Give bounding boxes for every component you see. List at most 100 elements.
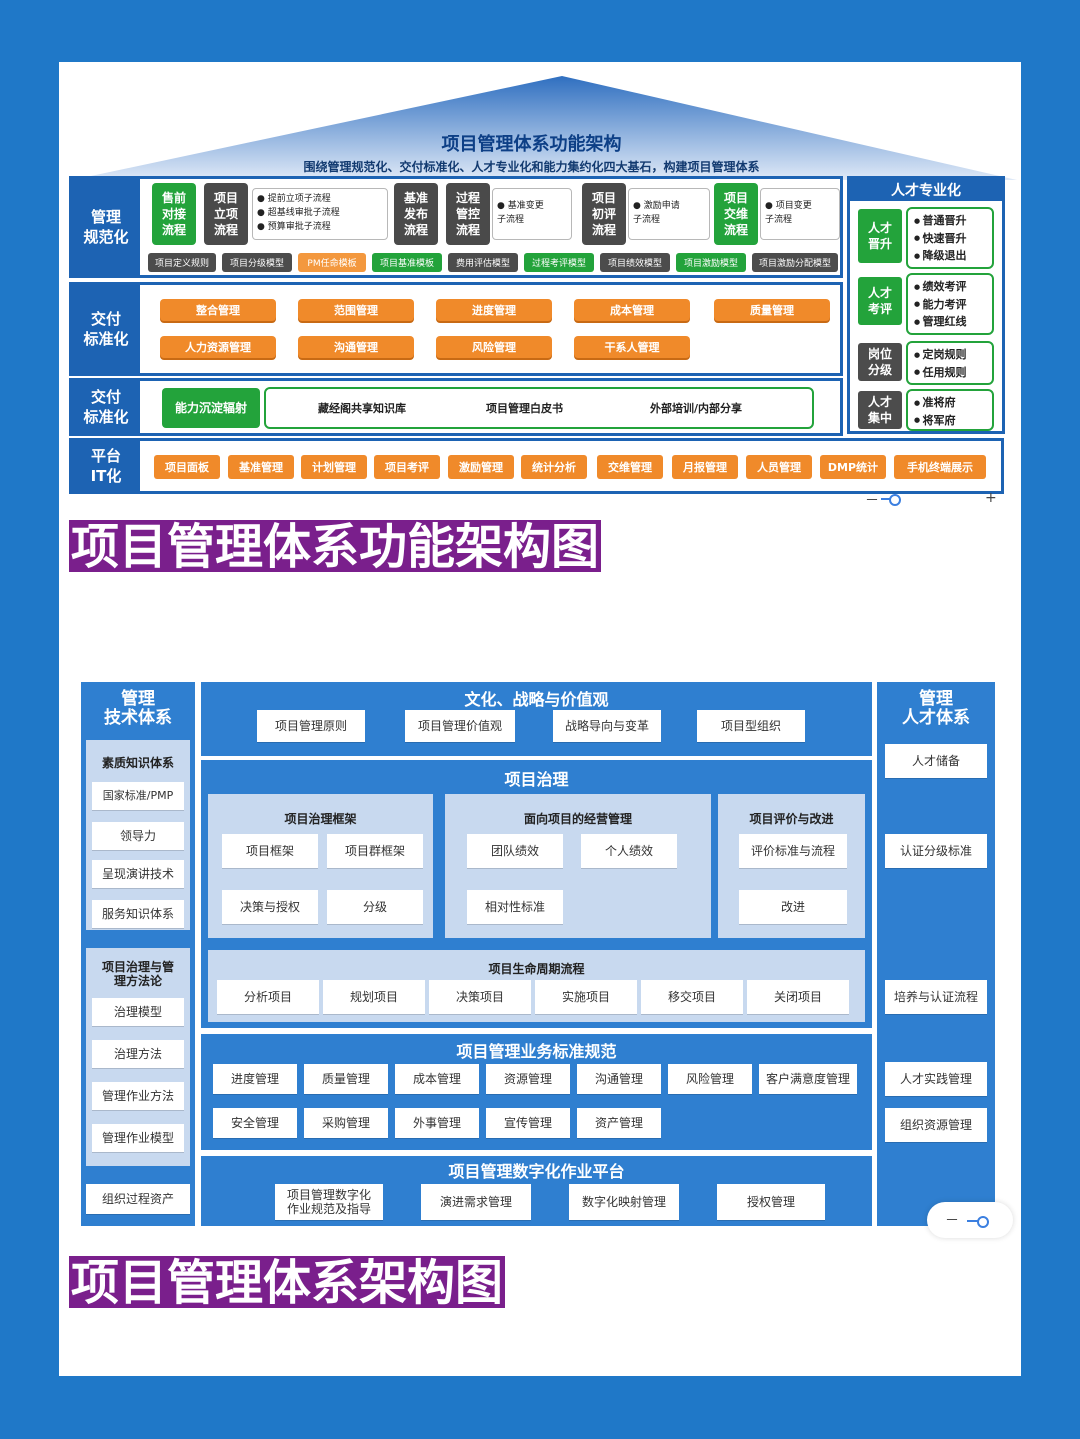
platform-module: 激励管理 xyxy=(448,455,514,479)
process-note: ● 提前立项子流程 ● 超基线审批子流程 ● 预算审批子流程 xyxy=(252,188,388,240)
talent-item: 定岗规则 xyxy=(914,346,992,364)
process-box: 项目 交维 流程 xyxy=(714,183,758,245)
zoom-out-button[interactable]: － xyxy=(865,493,879,509)
left-item: 管理作业方法 xyxy=(92,1082,184,1110)
left-item: 服务知识体系 xyxy=(92,900,184,928)
right-item: 人才实践管理 xyxy=(885,1062,987,1096)
process-box: 售前 对接 流程 xyxy=(152,183,196,245)
process-box: 项目 立项 流程 xyxy=(204,183,248,245)
lifecycle-step: 规划项目 xyxy=(323,980,425,1014)
standard-item: 采购管理 xyxy=(304,1108,388,1138)
culture-item: 项目管理原则 xyxy=(257,710,365,742)
culture-item: 战略导向与变革 xyxy=(553,710,661,742)
knowledge-area-box: 干系人管理 xyxy=(574,336,690,358)
left-item: 领导力 xyxy=(92,822,184,850)
standard-item: 客户满意度管理 xyxy=(759,1064,857,1094)
process-note: ● 基准变更 子流程 xyxy=(492,188,572,240)
platform-module: 统计分析 xyxy=(521,455,587,479)
knowledge-area-box: 进度管理 xyxy=(436,299,552,321)
platform-module: DMP统计 xyxy=(820,455,886,479)
knowledge-item: 藏经阁共享知识库 xyxy=(318,402,406,415)
diagram-subtitle: 围绕管理规范化、交付标准化、人才专业化和能力集约化四大基石，构建项目管理体系 xyxy=(303,160,760,174)
platform-item: 授权管理 xyxy=(717,1184,825,1220)
standard-item: 资产管理 xyxy=(577,1108,661,1138)
model-tag: 项目绩效模型 xyxy=(600,253,670,272)
standard-item: 成本管理 xyxy=(395,1064,479,1094)
left-item: 国家标准/PMP xyxy=(92,782,184,810)
page-canvas: 项目管理体系功能架构 围绕管理规范化、交付标准化、人才专业化和能力集约化四大基石… xyxy=(59,62,1021,1376)
lifecycle-step: 分析项目 xyxy=(217,980,319,1014)
knowledge-area-box: 人力资源管理 xyxy=(160,336,276,358)
standard-item: 外事管理 xyxy=(395,1108,479,1138)
governance-item: 改进 xyxy=(739,890,847,924)
model-tag: 项目激励模型 xyxy=(676,253,746,272)
knowledge-area-box: 沟通管理 xyxy=(298,336,414,358)
band-title: 项目管理数字化作业平台 xyxy=(448,1162,625,1181)
talent-item: 管理红线 xyxy=(914,313,992,331)
standard-item: 宣传管理 xyxy=(486,1108,570,1138)
left-item: 治理模型 xyxy=(92,998,184,1026)
lifecycle-step: 决策项目 xyxy=(429,980,531,1014)
standard-item: 风险管理 xyxy=(668,1064,752,1094)
talent-title: 人才专业化 xyxy=(850,179,1002,201)
model-tag: PM任命模板 xyxy=(298,253,366,272)
process-note: ● 激励申请 子流程 xyxy=(628,188,710,240)
standard-item: 安全管理 xyxy=(213,1108,297,1138)
knowledge-area-box: 成本管理 xyxy=(574,299,690,321)
left-item: 组织过程资产 xyxy=(86,1184,190,1214)
row-capability: 交付 标准化 能力沉淀辐射 藏经阁共享知识库 项目管理白皮书 外部培训/内部分享 xyxy=(69,378,843,436)
zoom-out-button[interactable]: － xyxy=(945,1213,959,1229)
caption-title: 项目管理体系架构图 xyxy=(69,1255,506,1311)
row-label: 平台 IT化 xyxy=(72,441,140,491)
row-platform: 平台 IT化 项目面板 基准管理 计划管理 项目考评 激励管理 统计分析 交维管… xyxy=(69,438,1004,494)
standard-item: 质量管理 xyxy=(304,1064,388,1094)
row-label: 管理 规范化 xyxy=(72,179,140,275)
governance-item: 团队绩效 xyxy=(467,834,563,868)
right-column-title: 管理 人才体系 xyxy=(902,689,970,728)
platform-module: 月报管理 xyxy=(672,455,738,479)
knowledge-item: 外部培训/内部分享 xyxy=(650,402,743,415)
zoom-in-button[interactable]: + xyxy=(985,490,997,506)
talent-group-list: 普通晋升 快速晋升 降级退出 xyxy=(906,207,994,269)
row-delivery: 交付 标准化 整合管理 范围管理 进度管理 成本管理 质量管理 人力资源管理 沟… xyxy=(69,282,843,376)
platform-item: 数字化映射管理 xyxy=(569,1184,679,1220)
left-item: 呈现演讲技术 xyxy=(92,860,184,888)
panel-title: 项目治理与管 理方法论 xyxy=(101,960,174,988)
knowledge-area-box: 风险管理 xyxy=(436,336,552,358)
talent-group-list: 准将府 将军府 xyxy=(906,389,994,431)
talent-item: 任用规则 xyxy=(914,364,992,382)
process-note: ● 项目变更 子流程 xyxy=(760,188,840,240)
culture-item: 项目管理价值观 xyxy=(405,710,515,742)
governance-item: 相对性标准 xyxy=(467,890,563,924)
standard-item: 进度管理 xyxy=(213,1064,297,1094)
zoom-slider[interactable] xyxy=(967,1220,983,1222)
subpanel-title: 项目评价与改进 xyxy=(749,812,834,826)
talent-group-label: 人才 集中 xyxy=(858,391,902,429)
subpanel-title: 项目生命周期流程 xyxy=(488,962,585,976)
right-item: 组织资源管理 xyxy=(885,1108,987,1142)
talent-group-label: 岗位 分级 xyxy=(858,343,902,381)
process-box: 过程 管控 流程 xyxy=(446,183,490,245)
caption-title: 项目管理体系功能架构图 xyxy=(69,519,602,575)
model-tag: 项目激励分配模型 xyxy=(752,253,838,272)
governance-item: 项目框架 xyxy=(222,834,318,868)
talent-item: 降级退出 xyxy=(914,247,992,265)
zoom-slider-knob[interactable] xyxy=(889,494,901,506)
left-item: 治理方法 xyxy=(92,1040,184,1068)
subpanel-title: 面向项目的经营管理 xyxy=(523,812,632,826)
band-title: 项目治理 xyxy=(504,770,569,789)
governance-item: 个人绩效 xyxy=(581,834,677,868)
talent-item: 快速晋升 xyxy=(914,230,992,248)
left-item: 管理作业模型 xyxy=(92,1124,184,1152)
platform-module: 计划管理 xyxy=(301,455,367,479)
subpanel-title: 项目治理框架 xyxy=(284,812,357,826)
knowledge-area-box: 质量管理 xyxy=(714,299,830,321)
right-item: 认证分级标准 xyxy=(885,834,987,868)
panel-title: 素质知识体系 xyxy=(101,756,174,770)
row-management: 管理 规范化 售前 对接 流程 项目 立项 流程 ● 提前立项子流程 ● 超基线… xyxy=(69,176,843,278)
diagram-title: 项目管理体系功能架构 xyxy=(441,134,622,155)
standard-item: 资源管理 xyxy=(486,1064,570,1094)
left-column-title: 管理 技术体系 xyxy=(104,689,172,728)
zoom-slider-knob[interactable] xyxy=(977,1216,989,1228)
platform-item: 演进需求管理 xyxy=(421,1184,531,1220)
